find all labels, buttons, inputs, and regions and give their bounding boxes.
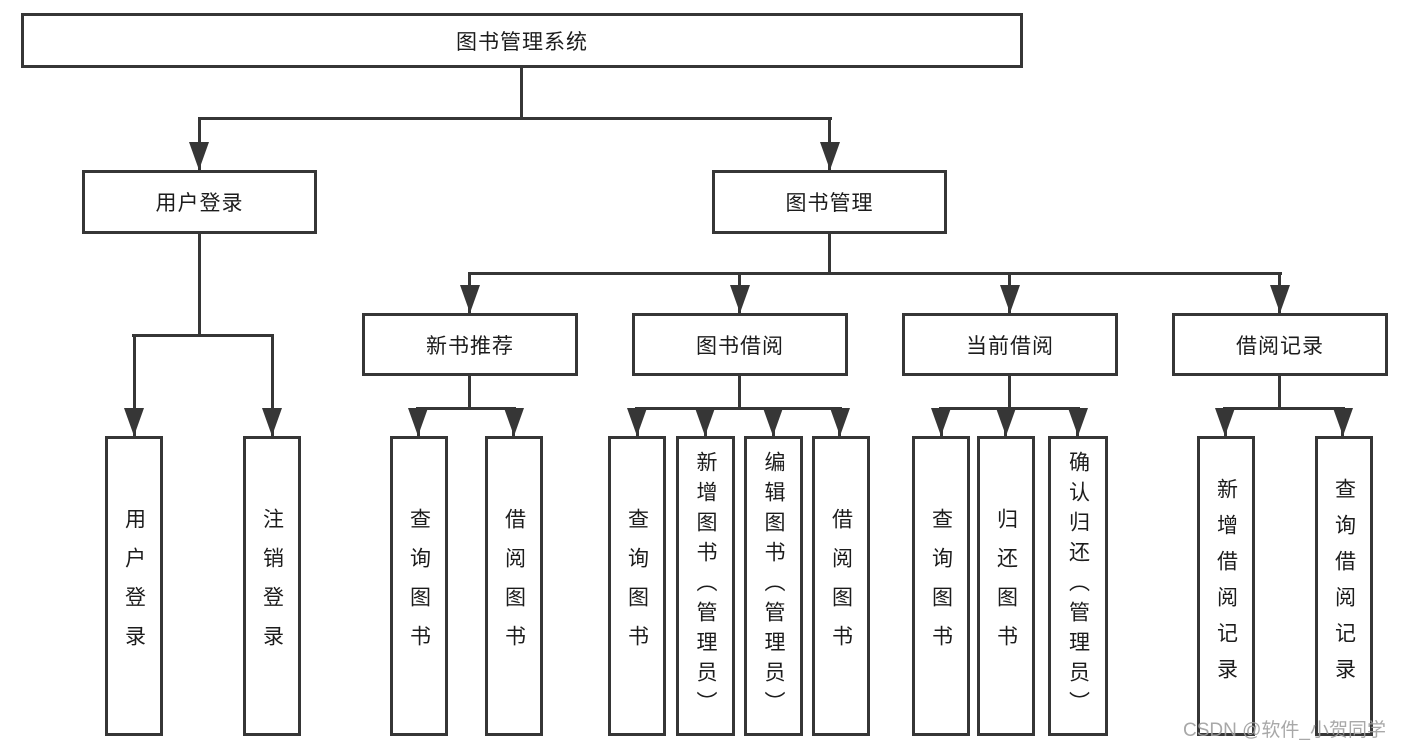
- node-book-management: 图书管理: [712, 170, 947, 234]
- leaf-borrow-books: 借阅图书: [812, 436, 870, 736]
- leaf-query-books-borrow-label: 查询图书: [625, 508, 649, 664]
- connector-line: [198, 117, 832, 120]
- node-root-label: 图书管理系统: [456, 30, 588, 54]
- node-root: 图书管理系统: [21, 13, 1023, 68]
- arrow-down-icon: [695, 408, 715, 436]
- leaf-edit-books-admin-label: 编辑图书（管理员）: [762, 451, 785, 721]
- connector-line: [828, 233, 831, 274]
- connector-line: [468, 272, 1282, 275]
- connector-line: [132, 334, 274, 337]
- connector-line: [416, 407, 516, 410]
- node-new-book-recommend-label: 新书推荐: [426, 334, 514, 358]
- leaf-borrow-books-label: 借阅图书: [829, 508, 853, 664]
- arrow-down-icon: [1270, 285, 1290, 313]
- arrow-down-icon: [124, 408, 144, 436]
- arrow-down-icon: [460, 285, 480, 313]
- connector-line: [1278, 376, 1281, 409]
- leaf-user-login-label: 用户登录: [122, 508, 146, 664]
- leaf-add-books-admin-label: 新增图书（管理员）: [694, 451, 717, 721]
- arrow-down-icon: [763, 408, 783, 436]
- arrow-down-icon: [1000, 285, 1020, 313]
- arrow-down-icon: [408, 408, 428, 436]
- connector-line: [1223, 407, 1345, 410]
- leaf-query-books-borrow: 查询图书: [608, 436, 666, 736]
- leaf-query-borrow-record-label: 查询借阅记录: [1332, 478, 1356, 694]
- leaf-edit-books-admin: 编辑图书（管理员）: [744, 436, 803, 736]
- connector-line: [468, 376, 471, 409]
- connector-line: [271, 334, 274, 436]
- node-user-login: 用户登录: [82, 170, 317, 234]
- arrow-down-icon: [1215, 408, 1235, 436]
- node-borrow-records-label: 借阅记录: [1236, 334, 1324, 358]
- csdn-watermark: CSDN @软件_小贺同学: [1183, 720, 1386, 741]
- arrow-down-icon: [730, 285, 750, 313]
- leaf-add-borrow-record-label: 新增借阅记录: [1214, 478, 1238, 694]
- leaf-query-borrow-record: 查询借阅记录: [1315, 436, 1373, 736]
- node-current-borrow: 当前借阅: [902, 313, 1118, 376]
- leaf-return-books: 归还图书: [977, 436, 1035, 736]
- arrow-down-icon: [262, 408, 282, 436]
- node-book-management-label: 图书管理: [785, 192, 874, 215]
- node-current-borrow-label: 当前借阅: [966, 334, 1054, 358]
- arrow-down-icon: [627, 408, 647, 436]
- leaf-confirm-return-admin: 确认归还（管理员）: [1048, 436, 1108, 736]
- leaf-query-books-recommend: 查询图书: [390, 436, 448, 736]
- leaf-user-login: 用户登录: [105, 436, 163, 736]
- connector-line: [738, 376, 741, 409]
- leaf-borrow-books-recommend: 借阅图书: [485, 436, 543, 736]
- connector-line: [133, 334, 136, 436]
- arrow-down-icon: [996, 408, 1016, 436]
- arrow-down-icon: [504, 408, 524, 436]
- arrow-down-icon: [1333, 408, 1353, 436]
- leaf-query-books-current: 查询图书: [912, 436, 970, 736]
- connector-line: [635, 407, 842, 410]
- leaf-add-borrow-record: 新增借阅记录: [1197, 436, 1255, 736]
- node-book-borrow: 图书借阅: [632, 313, 848, 376]
- leaf-add-books-admin: 新增图书（管理员）: [676, 436, 735, 736]
- node-user-login-label: 用户登录: [155, 192, 244, 215]
- arrow-down-icon: [189, 142, 209, 170]
- leaf-logout-label: 注销登录: [260, 508, 284, 664]
- leaf-logout: 注销登录: [243, 436, 301, 736]
- leaf-borrow-books-recommend-label: 借阅图书: [502, 508, 526, 664]
- node-borrow-records: 借阅记录: [1172, 313, 1388, 376]
- node-new-book-recommend: 新书推荐: [362, 313, 578, 376]
- arrow-down-icon: [830, 408, 850, 436]
- leaf-query-books-recommend-label: 查询图书: [407, 508, 431, 664]
- leaf-confirm-return-admin-label: 确认归还（管理员）: [1066, 451, 1090, 721]
- arrow-down-icon: [820, 142, 840, 170]
- arrow-down-icon: [931, 408, 951, 436]
- connector-line: [1008, 376, 1011, 409]
- connector-line: [198, 234, 201, 336]
- leaf-query-books-current-label: 查询图书: [929, 508, 953, 664]
- arrow-down-icon: [1068, 408, 1088, 436]
- connector-line: [520, 68, 523, 118]
- node-book-borrow-label: 图书借阅: [696, 334, 784, 358]
- leaf-return-books-label: 归还图书: [994, 508, 1018, 664]
